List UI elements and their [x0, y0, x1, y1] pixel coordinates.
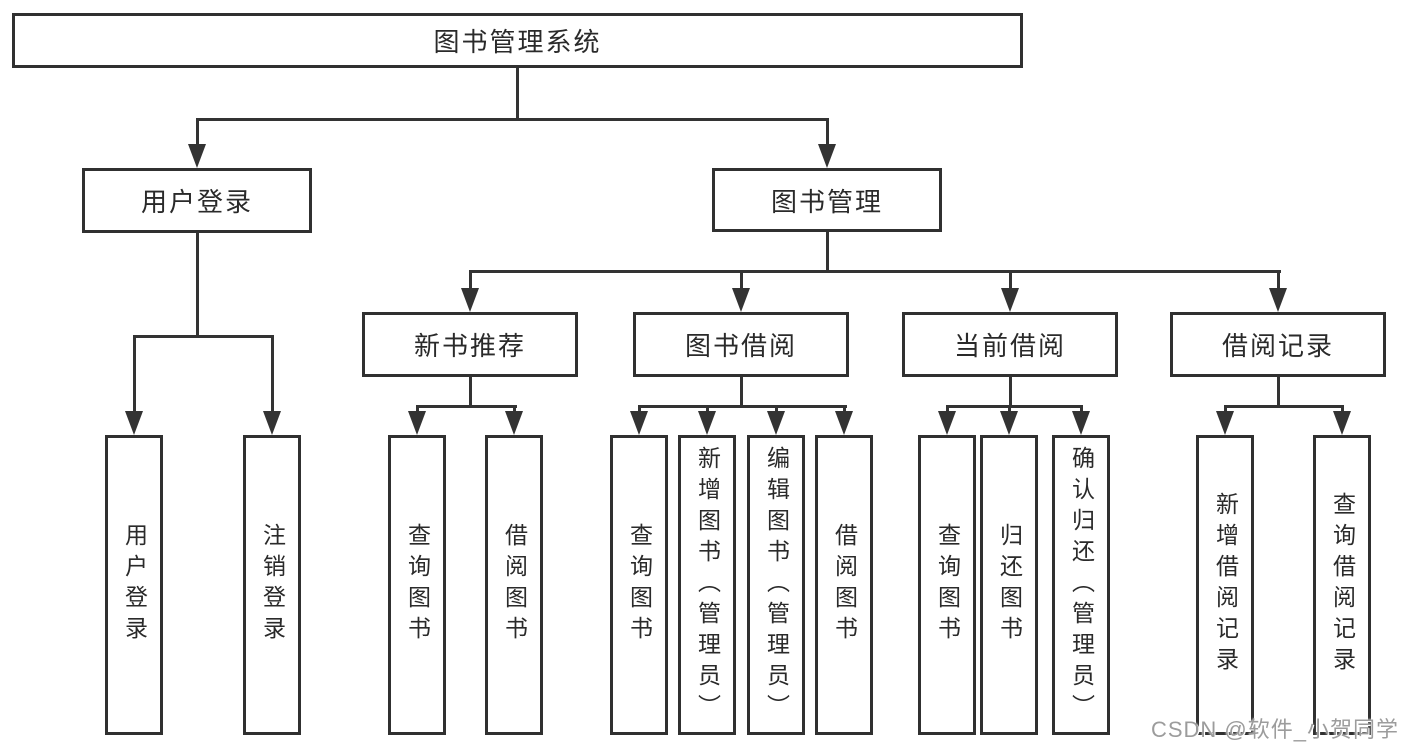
arrowhead-down-icon [818, 144, 836, 168]
leaf-logout: 注销登录 [243, 435, 301, 735]
node-current-borrowing: 当前借阅 [902, 312, 1118, 377]
connector-records-bar [1224, 405, 1344, 408]
connector-stem [1341, 405, 1344, 413]
connector-records-stem [1277, 377, 1280, 408]
connector-stem [1277, 270, 1280, 288]
leaf-query-books-recommend: 查询图书 [388, 435, 446, 735]
connector-borrowing-stem [740, 377, 743, 408]
connector-userlogin-stem [196, 232, 199, 338]
connector-stem [1008, 405, 1011, 413]
connector-stem [1009, 270, 1012, 288]
arrowhead-down-icon [505, 411, 523, 435]
connector-stem [638, 405, 641, 413]
arrowhead-down-icon [1333, 411, 1351, 435]
node-borrowing-records: 借阅记录 [1170, 312, 1386, 377]
connector-stem [513, 405, 516, 413]
leaf-query-borrow-record: 查询借阅记录 [1313, 435, 1371, 735]
connector-recommend-bar [416, 405, 517, 408]
connector-stem [133, 335, 136, 411]
connector-borrowing-bar [638, 405, 847, 408]
leaf-borrow-books-recommend: 借阅图书 [485, 435, 543, 735]
connector-stem [775, 405, 778, 413]
connector-stem [416, 405, 419, 413]
leaf-edit-books-admin: 编辑图书（管理员） [747, 435, 805, 735]
connector-bookmgmt-stem [826, 232, 829, 272]
connector-stem [1080, 405, 1083, 413]
connector-stem [946, 405, 949, 413]
arrowhead-down-icon [732, 288, 750, 312]
leaf-user-login: 用户登录 [105, 435, 163, 735]
connector-stem [271, 335, 274, 411]
arrowhead-down-icon [1216, 411, 1234, 435]
leaf-add-books-admin: 新增图书（管理员） [678, 435, 736, 735]
leaf-return-books: 归还图书 [980, 435, 1038, 735]
node-new-book-recommendation: 新书推荐 [362, 312, 578, 377]
leaf-add-borrow-record: 新增借阅记录 [1196, 435, 1254, 735]
connector-root-bar [196, 118, 829, 121]
arrowhead-down-icon [767, 411, 785, 435]
arrowhead-down-icon [1072, 411, 1090, 435]
connector-stem [843, 405, 846, 413]
arrowhead-down-icon [461, 288, 479, 312]
connector-bookmgmt-bar [469, 270, 1281, 273]
node-library-management-system: 图书管理系统 [12, 13, 1023, 68]
connector-stem [826, 118, 829, 146]
connector-stem [740, 270, 743, 288]
connector-userlogin-bar [133, 335, 274, 338]
connector-recommend-stem [469, 377, 472, 408]
connector-root-stem [516, 68, 519, 120]
leaf-query-books-current: 查询图书 [918, 435, 976, 735]
connector-current-bar [946, 405, 1083, 408]
arrowhead-down-icon [125, 411, 143, 435]
leaf-borrow-books: 借阅图书 [815, 435, 873, 735]
connector-stem [469, 270, 472, 288]
connector-stem [1224, 405, 1227, 413]
arrowhead-down-icon [835, 411, 853, 435]
csdn-watermark: CSDN @软件_小贺同学 [1150, 717, 1399, 742]
node-book-borrowing: 图书借阅 [633, 312, 849, 377]
arrowhead-down-icon [698, 411, 716, 435]
arrowhead-down-icon [188, 144, 206, 168]
arrowhead-down-icon [408, 411, 426, 435]
arrowhead-down-icon [630, 411, 648, 435]
arrowhead-down-icon [1001, 288, 1019, 312]
arrowhead-down-icon [1269, 288, 1287, 312]
arrowhead-down-icon [938, 411, 956, 435]
connector-stem [196, 118, 199, 146]
node-user-login: 用户登录 [82, 168, 312, 233]
connector-stem [706, 405, 709, 413]
leaf-query-books-borrow: 查询图书 [610, 435, 668, 735]
leaf-confirm-return-admin: 确认归还（管理员） [1052, 435, 1110, 735]
node-book-management: 图书管理 [712, 168, 942, 232]
arrowhead-down-icon [263, 411, 281, 435]
arrowhead-down-icon [1000, 411, 1018, 435]
connector-current-stem [1009, 377, 1012, 408]
